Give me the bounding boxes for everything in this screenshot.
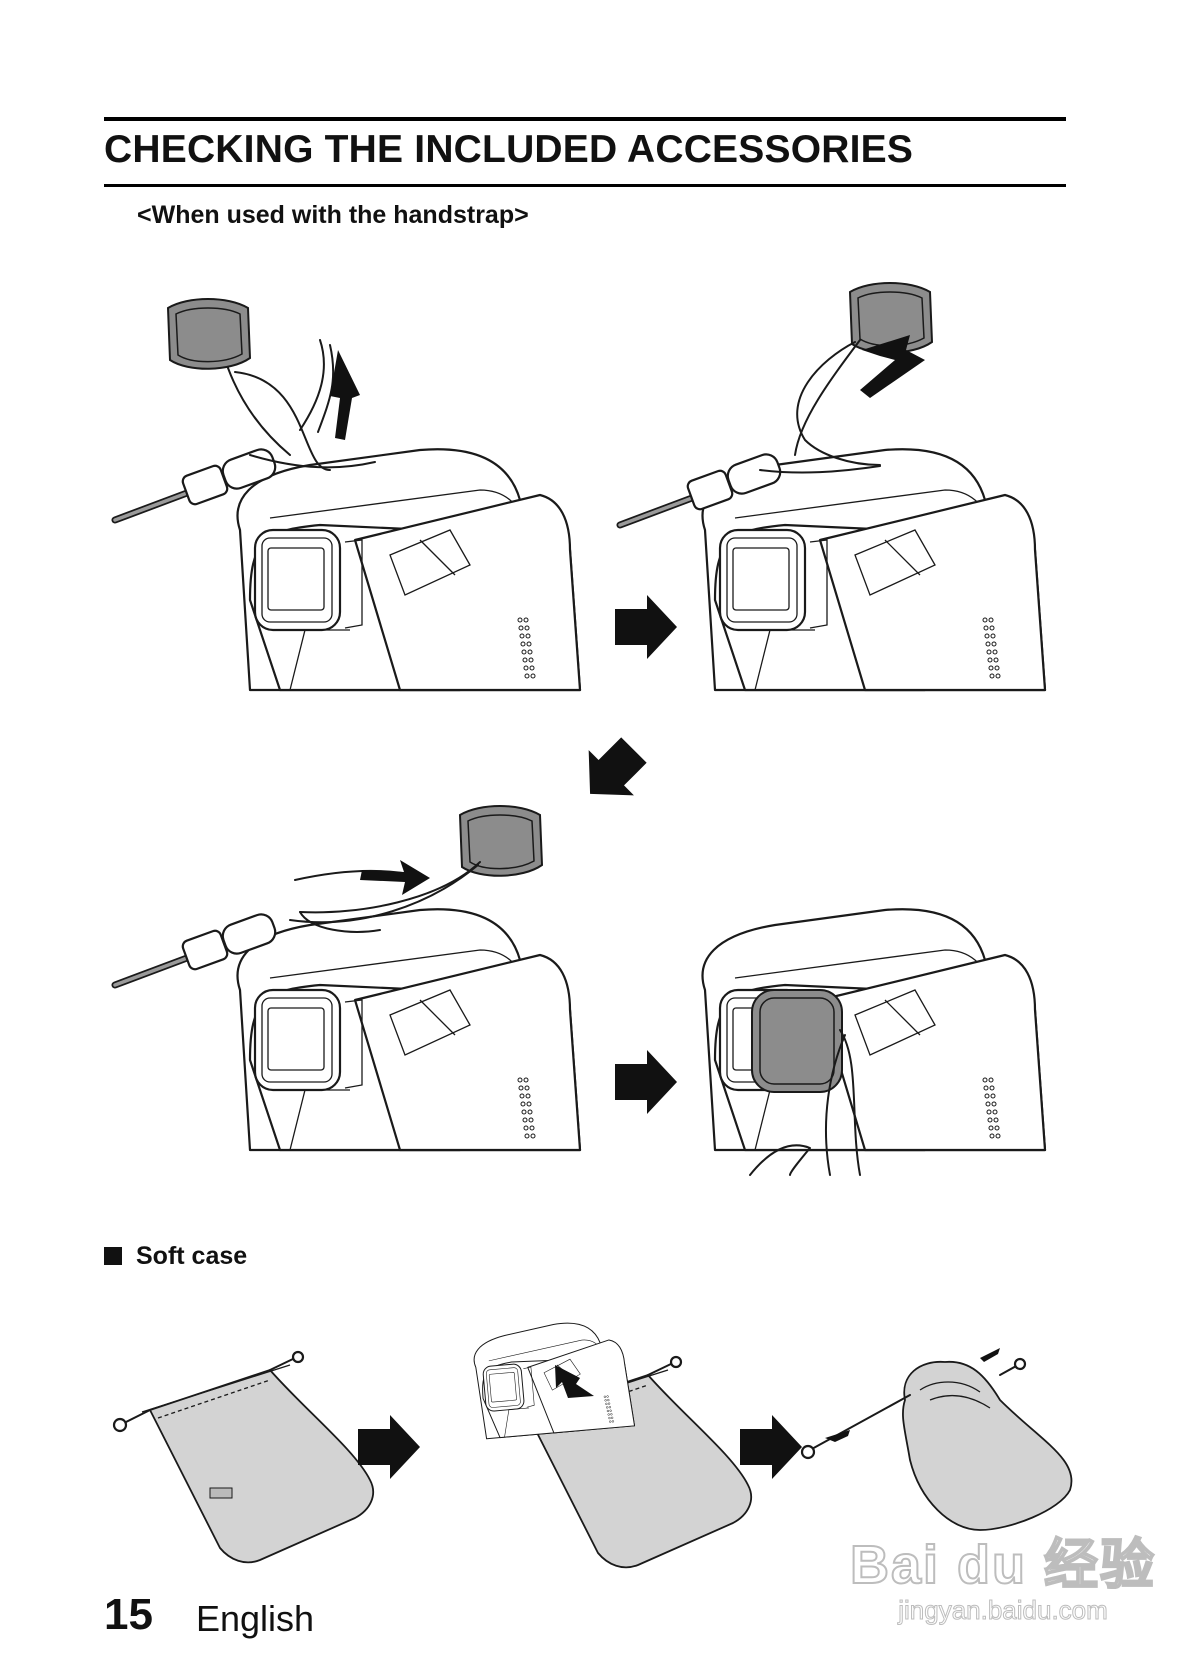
square-bullet-icon bbox=[104, 1247, 122, 1265]
arrow-right-icon bbox=[615, 595, 677, 659]
soft-case-heading-text: Soft case bbox=[136, 1242, 248, 1270]
soft-case-heading: Soft case bbox=[104, 1242, 247, 1271]
arrow-right-icon-4 bbox=[740, 1415, 802, 1479]
arrow-down-left-icon bbox=[567, 727, 657, 817]
top-rule bbox=[104, 117, 1066, 121]
watermark-logo: Bai du 经验 bbox=[849, 1534, 1157, 1596]
soft-case-step-2 bbox=[471, 1317, 753, 1569]
page-title: CHECKING THE INCLUDED ACCESSORIES bbox=[104, 128, 914, 171]
arrow-right-icon-2 bbox=[615, 1050, 677, 1114]
step-1-illustration bbox=[115, 298, 582, 692]
soft-case-step-1 bbox=[112, 1350, 375, 1564]
page-language: English bbox=[196, 1598, 315, 1639]
step-3-illustration bbox=[115, 805, 582, 1152]
soft-case-step-3 bbox=[800, 1348, 1073, 1531]
step-2-illustration bbox=[620, 282, 1047, 692]
watermark: Bai du 经验 jingyan.baidu.com bbox=[849, 1520, 1157, 1626]
arrow-right-icon-3 bbox=[358, 1415, 420, 1479]
title-underline bbox=[104, 184, 1066, 187]
page-number: 15 bbox=[104, 1590, 153, 1639]
subheading: <When used with the handstrap> bbox=[137, 201, 529, 229]
step-4-illustration bbox=[701, 908, 1047, 1176]
watermark-url: jingyan.baidu.com bbox=[898, 1595, 1109, 1626]
